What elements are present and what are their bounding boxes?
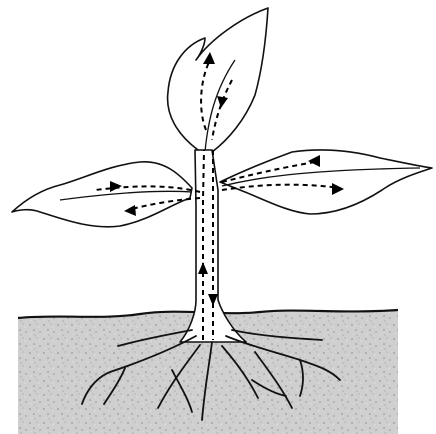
right-leaf [220, 150, 432, 214]
left-leaf [12, 162, 192, 227]
top-leaf [168, 8, 268, 152]
